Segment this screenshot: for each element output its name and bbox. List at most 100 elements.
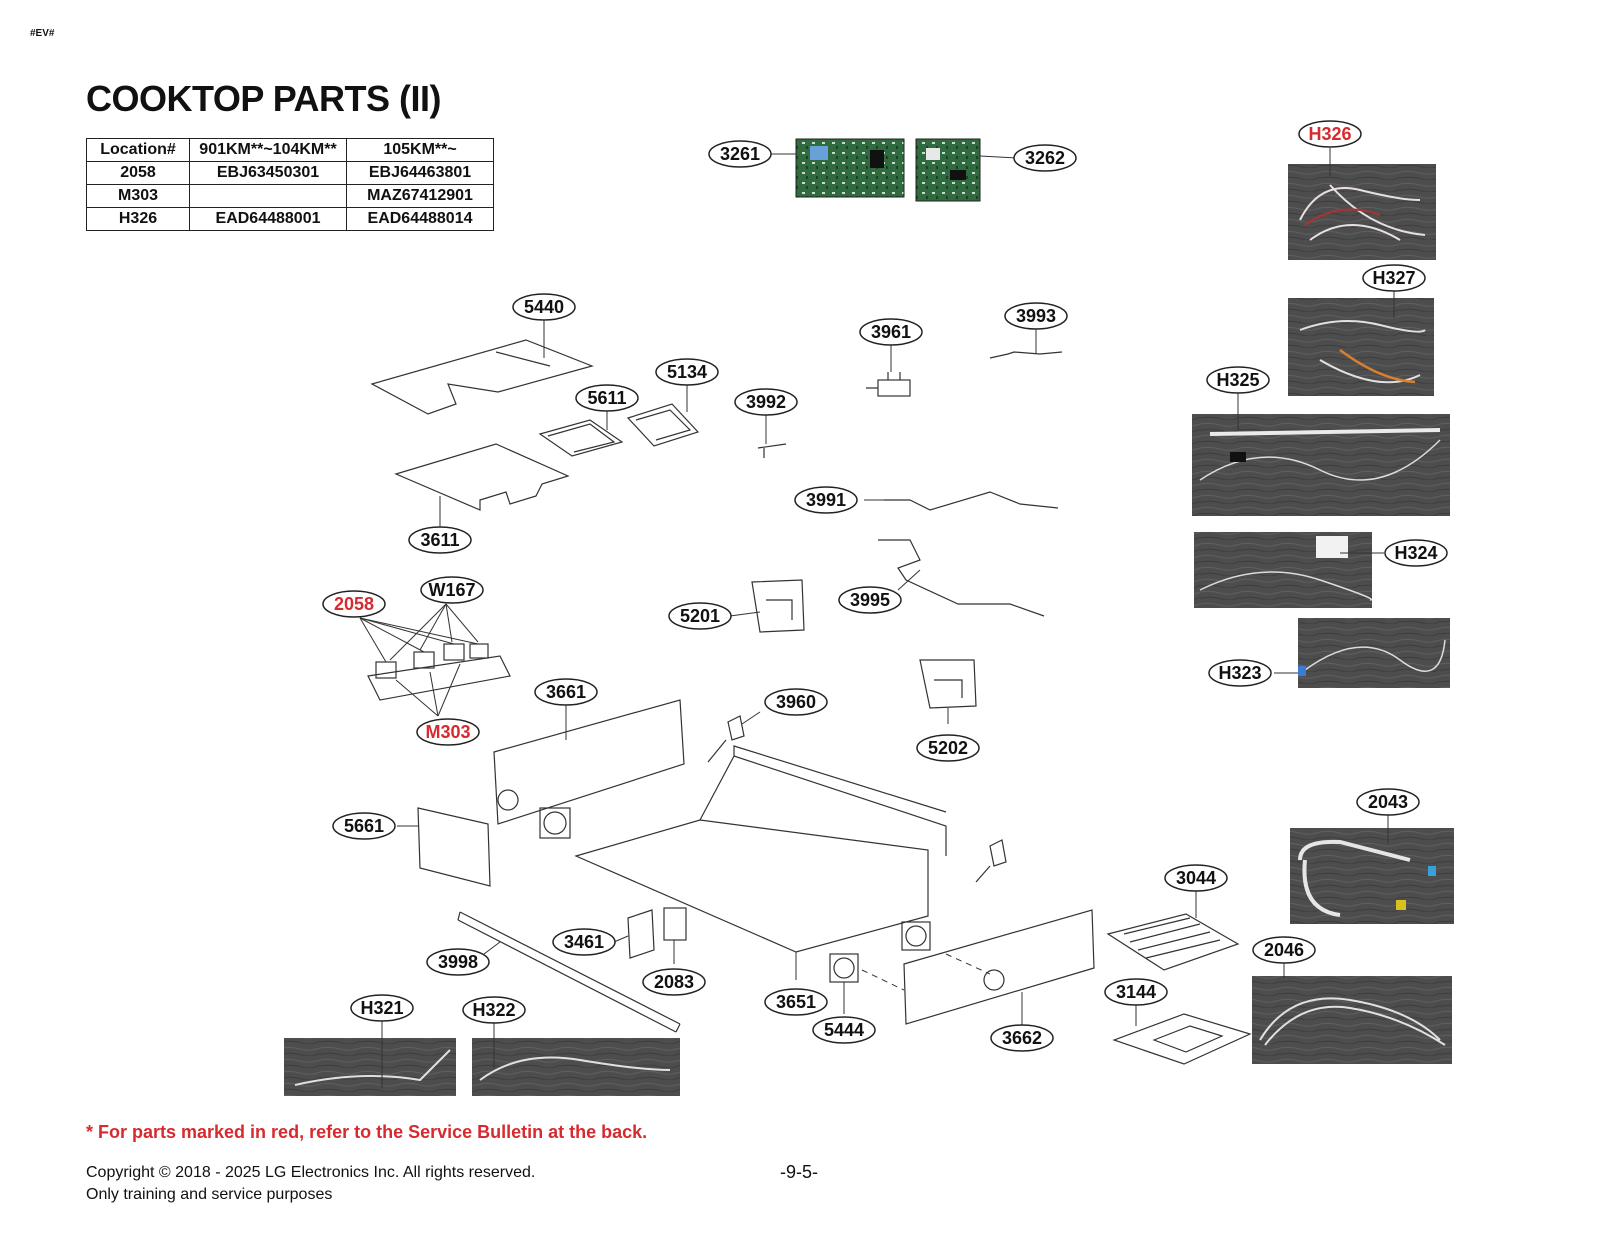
callout-label: 3960 xyxy=(776,692,816,712)
callout-3144: 3144 xyxy=(1104,978,1168,1006)
table-cell: EAD64488014 xyxy=(346,207,494,231)
callout-h324: H324 xyxy=(1384,539,1448,567)
table-cell: EBJ63450301 xyxy=(189,161,347,185)
callout-3262: 3262 xyxy=(1013,144,1077,172)
tube-3991 xyxy=(884,491,1059,511)
copyright: Copyright © 2018 - 2025 LG Electronics I… xyxy=(86,1162,535,1206)
callout-label: 3661 xyxy=(546,682,586,702)
panel-3662 xyxy=(903,909,1095,1025)
callout-label: 3461 xyxy=(564,932,604,952)
callout-h321: H321 xyxy=(350,994,414,1022)
callout-3661: 3661 xyxy=(534,678,598,706)
harness-h323-photo xyxy=(1298,618,1450,688)
callout-label: H321 xyxy=(360,998,403,1018)
callout-label: 5444 xyxy=(824,1020,864,1040)
callout-5201: 5201 xyxy=(668,602,732,630)
callout-w167: W167 xyxy=(420,576,484,604)
insulation-5440 xyxy=(370,339,594,415)
callout-label: H326 xyxy=(1308,124,1351,144)
callout-3261: 3261 xyxy=(708,140,772,168)
rail-3998 xyxy=(457,911,681,1033)
callout-3993: 3993 xyxy=(1004,302,1068,330)
harness-2043-photo xyxy=(1290,828,1454,924)
callout-3991: 3991 xyxy=(794,486,858,514)
grate-3044 xyxy=(1106,913,1240,971)
callout-3960: 3960 xyxy=(764,688,828,716)
callout-label: 2046 xyxy=(1264,940,1304,960)
callout-label: 3262 xyxy=(1025,148,1065,168)
chassis-3651 xyxy=(574,745,947,953)
callout-h327: H327 xyxy=(1362,264,1426,292)
callout-h325: H325 xyxy=(1206,366,1270,394)
valve-3961 xyxy=(866,372,911,397)
service-bulletin-note: * For parts marked in red, refer to the … xyxy=(86,1122,648,1142)
callout-h322: H322 xyxy=(462,996,526,1024)
ignitor-module-2058 xyxy=(367,643,511,701)
insulation-3611 xyxy=(394,443,570,511)
harness-h321-photo xyxy=(284,1038,456,1096)
harness-h325-photo xyxy=(1192,414,1450,516)
valve-assembly-5201 xyxy=(751,579,805,633)
table-cell: M303 xyxy=(86,184,190,208)
callout-3998: 3998 xyxy=(426,948,490,976)
copyright-line-2: Only training and service purposes xyxy=(86,1186,333,1203)
callout-label: 2058 xyxy=(334,594,374,614)
callout-2046: 2046 xyxy=(1252,936,1316,964)
table-cell xyxy=(189,184,347,208)
callout-3961: 3961 xyxy=(859,318,923,346)
callout-label: 5611 xyxy=(587,388,626,408)
callout-label: M303 xyxy=(425,722,470,742)
callout-label: 5134 xyxy=(667,362,707,382)
tube-3993 xyxy=(989,351,1063,359)
valve-assembly-5202 xyxy=(919,659,977,709)
callout-3611: 3611 xyxy=(408,526,472,554)
callout-label: 5661 xyxy=(344,816,384,836)
callout-label: 2043 xyxy=(1368,792,1408,812)
callout-label: H325 xyxy=(1216,370,1259,390)
page-title: COOKTOP PARTS (II) xyxy=(86,78,442,119)
callout-label: 5202 xyxy=(928,738,968,758)
location-table: Location# 901KM**~104KM** 105KM**~ 2058 … xyxy=(86,138,494,231)
leader-lines xyxy=(359,148,1395,1088)
table-cell: EAD64488001 xyxy=(189,207,347,231)
sensor-3960 xyxy=(707,715,745,763)
callout-label: 3991 xyxy=(806,490,846,510)
callout-3461: 3461 xyxy=(552,928,616,956)
harness-h324-photo xyxy=(1194,532,1373,608)
callout-3662: 3662 xyxy=(990,1024,1054,1052)
callout-label: 3993 xyxy=(1016,306,1056,326)
callout-label: 2083 xyxy=(654,972,694,992)
callout-3044: 3044 xyxy=(1164,864,1228,892)
callout-2043: 2043 xyxy=(1356,788,1420,816)
callout-label: 3662 xyxy=(1002,1028,1042,1048)
callout-5661: 5661 xyxy=(332,812,396,840)
harness-h326-photo xyxy=(1288,164,1436,260)
callout-2083: 2083 xyxy=(642,968,706,996)
table-row: H326 EAD64488001 EAD64488014 xyxy=(86,207,494,231)
bracket-5134 xyxy=(626,403,700,447)
callout-5134: 5134 xyxy=(655,358,719,386)
table-row: 2058 EBJ63450301 EBJ64463801 xyxy=(86,161,494,185)
transformer-3461 xyxy=(627,909,655,959)
callout-label: H324 xyxy=(1394,543,1437,563)
fan-5444-right xyxy=(829,921,931,983)
callout-label: H327 xyxy=(1372,268,1415,288)
callout-label: 3961 xyxy=(871,322,911,342)
pcb-3261-photo xyxy=(795,138,905,198)
table-cell: 2058 xyxy=(86,161,190,185)
callout-3651: 3651 xyxy=(764,988,828,1016)
drip-pan-3144 xyxy=(1112,1013,1252,1065)
panel-3661 xyxy=(493,699,685,825)
sensor-right xyxy=(975,839,1007,883)
callout-label: 3995 xyxy=(850,590,890,610)
callout-label: H323 xyxy=(1218,663,1261,683)
callout-5202: 5202 xyxy=(916,734,980,762)
callout-label: 3998 xyxy=(438,952,478,972)
callout-m303: M303 xyxy=(416,718,480,746)
callout-label: W167 xyxy=(428,580,475,600)
callout-label: 3044 xyxy=(1176,868,1216,888)
callout-3995: 3995 xyxy=(838,586,902,614)
callout-3992: 3992 xyxy=(734,388,798,416)
